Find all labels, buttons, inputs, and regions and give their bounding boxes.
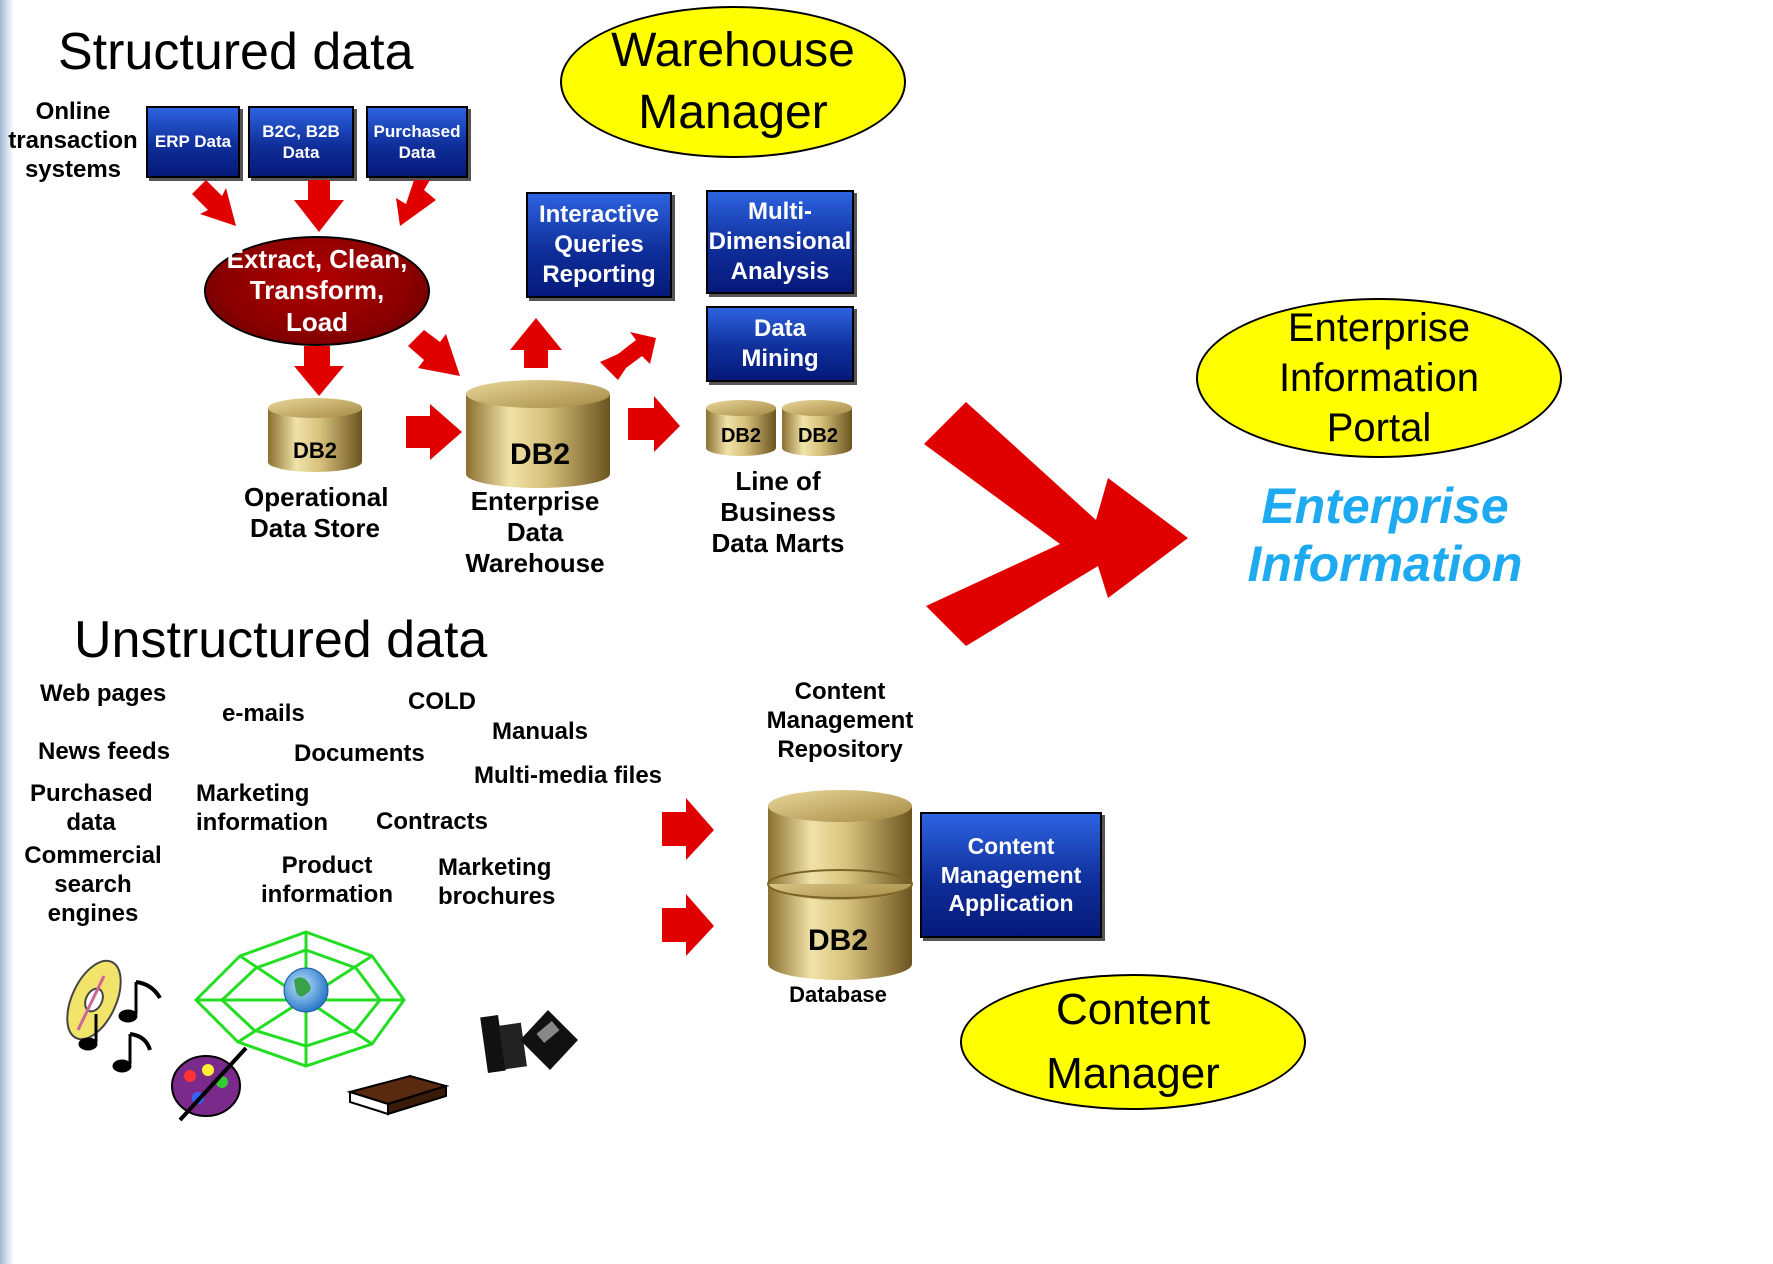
unstructured-data-heading: Unstructured data [74, 611, 488, 669]
mart-cylinder-2: DB2 [782, 400, 852, 456]
item-manuals: Manuals [492, 718, 589, 745]
data-mining-box: Data Mining [706, 306, 854, 382]
item-documents: Documents [294, 740, 425, 767]
cd-icon [66, 959, 122, 1041]
oltp-label: Online transaction systems [8, 98, 138, 183]
arrow-big-chevron [924, 402, 1188, 646]
arrow-unstructured-2 [662, 894, 714, 956]
arrow-edw-to-mda [600, 332, 656, 380]
erp-data-box: ERP Data [146, 106, 240, 178]
item-marketing-brochures: Marketing brochures [438, 854, 556, 910]
item-multimedia: Multi-media files [474, 762, 663, 789]
music-notes-icon [78, 980, 162, 1073]
edw-db2-label: DB2 [510, 438, 570, 471]
edw-cylinder: DB2 [466, 380, 610, 488]
database-label: Database [789, 982, 887, 1007]
arrow-ods-to-edw [406, 404, 462, 460]
item-purchased-data: Purchased data [30, 780, 153, 836]
ods-cylinder: DB2 [268, 398, 362, 472]
enterprise-information-caption: Enterprise Information [1247, 478, 1523, 592]
item-marketing-information: Marketing information [196, 780, 328, 836]
arrow-b2c-to-etl [294, 180, 344, 232]
item-contracts: Contracts [376, 808, 489, 835]
arrow-etl-to-edw [408, 330, 460, 376]
arrow-edw-to-marts [628, 396, 680, 452]
arrow-purchased-to-etl [396, 180, 436, 226]
item-news-feeds: News feeds [38, 738, 171, 765]
multidimensional-analysis-box: Multi- Dimensional Analysis [706, 190, 854, 294]
arrow-etl-to-ods [294, 346, 344, 396]
film-reel-icon [480, 1010, 578, 1073]
warehouse-manager-ellipse: Warehouse Manager [560, 6, 906, 158]
b2c-b2b-data-box: B2C, B2B Data [248, 106, 354, 178]
ods-label: Operational Data Store [244, 482, 389, 544]
structured-data-heading: Structured data [58, 23, 414, 81]
content-management-application-box: Content Management Application [920, 812, 1102, 938]
arrow-erp-to-etl [192, 180, 236, 226]
mart2-db2-label: DB2 [798, 425, 838, 447]
content-db-cylinder: DB2 [767, 790, 913, 980]
paint-palette-icon [171, 1046, 248, 1122]
item-web-pages: Web pages [40, 680, 167, 707]
content-manager-ellipse: Content Manager [960, 974, 1306, 1110]
arrows-structured [192, 180, 1188, 956]
arrow-unstructured-1 [662, 798, 714, 860]
etl-ellipse: Extract, Clean, Transform, Load [204, 236, 430, 346]
interactive-queries-box: Interactive Queries Reporting [526, 192, 672, 298]
item-emails: e-mails [222, 700, 305, 727]
marts-label: Line of Business Data Marts [711, 466, 845, 559]
content-repository-label: Content Management Repository [766, 678, 914, 763]
item-commercial-search-engines: Commercial search engines [24, 842, 162, 927]
mart-cylinder-1: DB2 [706, 400, 776, 456]
edw-label: Enterprise Data Warehouse [465, 486, 605, 579]
arrow-edw-to-queries [510, 318, 562, 368]
enterprise-information-portal-ellipse: Enterprise Information Portal [1196, 298, 1562, 458]
ods-db2-label: DB2 [293, 438, 337, 463]
item-cold: COLD [408, 688, 476, 715]
content-db2-label: DB2 [808, 924, 868, 957]
globe-web-icon [193, 930, 406, 1068]
purchased-data-box: Purchased Data [366, 106, 468, 178]
left-edge-band [0, 0, 14, 1264]
mart1-db2-label: DB2 [721, 425, 761, 447]
book-icon [346, 1074, 450, 1116]
item-product-information: Product information [261, 852, 393, 908]
